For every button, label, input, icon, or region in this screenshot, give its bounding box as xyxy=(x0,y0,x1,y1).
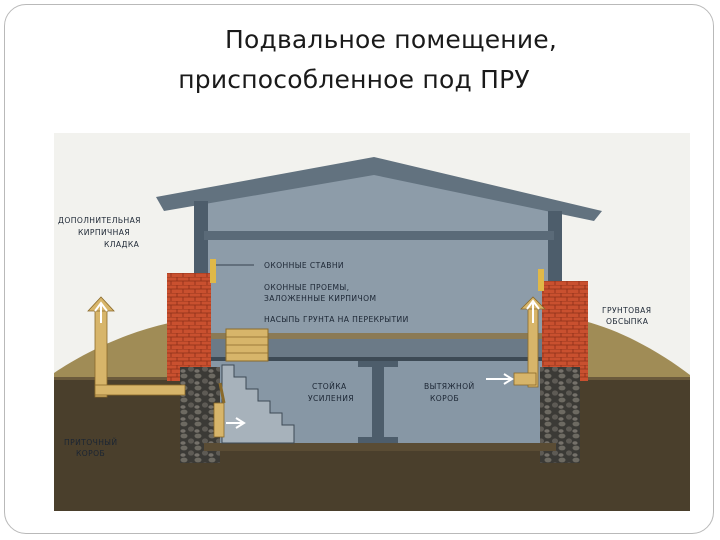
brick-masonry-left xyxy=(167,273,211,381)
slide-title: Подвальное помещение, приспособленное по… xyxy=(0,20,720,100)
label-intake-2: КОРОБ xyxy=(76,449,105,458)
title-line-2: приспособленное под ПРУ xyxy=(178,65,530,94)
label-soil-fill: НАСЫПЬ ГРУНТА НА ПЕРЕКРЫТИИ xyxy=(264,315,409,324)
exhaust-arrow-icon xyxy=(526,299,540,323)
soil-embankment-right xyxy=(566,319,690,383)
basement-shelter-diagram: ДОПОЛНИТЕЛЬНАЯ КИРПИЧНАЯ КЛАДКА ОКОННЫЕ … xyxy=(54,133,690,511)
floor-slab xyxy=(204,337,556,357)
upper-beam xyxy=(204,231,554,240)
label-exhaust-1: ВЫТЯЖНОЙ xyxy=(424,382,475,391)
label-extra-brick-2: КИРПИЧНАЯ xyxy=(78,228,130,237)
label-soil-bank-2: ОБСЫПКА xyxy=(606,317,649,326)
label-exhaust-2: КОРОБ xyxy=(430,394,459,403)
intake-arrow-icon xyxy=(94,301,108,323)
brick-masonry-right xyxy=(542,281,588,381)
exhaust-arrow-icon-2 xyxy=(486,373,514,385)
intake-arrow-icon-2 xyxy=(226,417,246,429)
slab-edge xyxy=(204,357,556,361)
label-extra-brick-1: ДОПОЛНИТЕЛЬНАЯ xyxy=(58,216,141,225)
window-shutter-left xyxy=(210,259,216,283)
basement-floor xyxy=(204,443,556,451)
label-openings-2: ЗАЛОЖЕННЫЕ КИРПИЧОМ xyxy=(264,294,376,303)
label-extra-brick-3: КЛАДКА xyxy=(104,240,140,249)
roof xyxy=(156,157,602,221)
label-intake-1: ПРИТОЧНЫЙ xyxy=(64,438,117,447)
label-post-1: СТОЙКА xyxy=(312,382,347,391)
label-post-2: УСИЛЕНИЯ xyxy=(308,394,354,403)
upper-room-interior xyxy=(204,167,554,343)
intake-duct xyxy=(87,296,226,438)
title-line-1: Подвальное помещение, xyxy=(224,25,558,54)
soil-embankment-left xyxy=(54,319,182,383)
soil-fill-on-slab xyxy=(204,333,556,339)
window-shutter-right xyxy=(538,269,544,291)
label-soil-bank-1: ГРУНТОВАЯ xyxy=(602,306,651,315)
label-openings-1: ОКОННЫЕ ПРОЕМЫ, xyxy=(264,283,349,292)
reinforcing-post xyxy=(372,365,384,443)
label-shutters: ОКОННЫЕ СТАВНИ xyxy=(264,261,344,270)
